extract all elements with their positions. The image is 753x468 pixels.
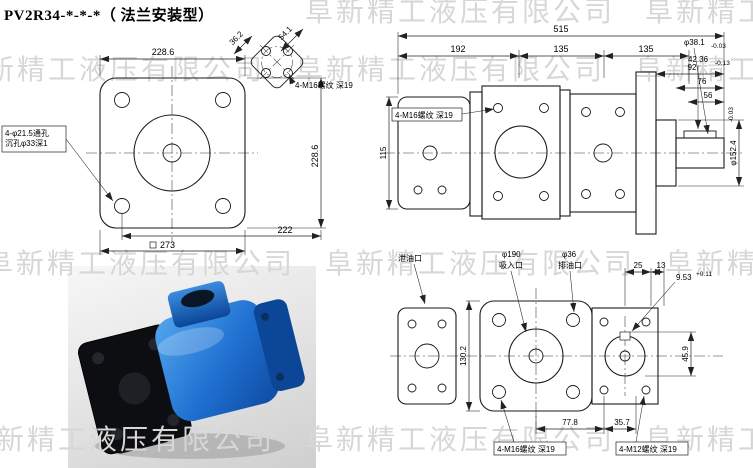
dim-bottom1: 77.8 bbox=[562, 418, 578, 427]
pump-body-group bbox=[77, 281, 305, 455]
outlet-dia: φ36 bbox=[562, 250, 577, 259]
thread-callout: 4-M16螺纹 深19 bbox=[295, 80, 353, 90]
dim-a: 25 bbox=[634, 261, 643, 270]
watermark-text: 阜新精工液压有限公司 bbox=[0, 248, 296, 279]
port-end-view: 泄油口 φ190 吸入口 φ36 排油口 25 13 9.53 +0.11 45… bbox=[390, 250, 723, 456]
dim-angle2: 54.1 bbox=[277, 24, 295, 42]
dim-r1: 92 bbox=[688, 63, 697, 72]
product-photo bbox=[68, 266, 316, 468]
thread12-callout: 4-M12螺纹 深19 bbox=[619, 444, 677, 454]
key-dim-value: 42.36 bbox=[688, 55, 709, 64]
dim-b: 13 bbox=[657, 261, 666, 270]
hole-callout-line1: 4-φ21.5通孔 bbox=[5, 128, 49, 138]
watermark-text: 阜新精工液压有限公司 bbox=[305, 0, 616, 27]
outlet-label: 排油口 bbox=[558, 260, 582, 270]
pump-photo-graphic bbox=[77, 281, 305, 459]
drain-port-label: 泄油口 bbox=[398, 253, 422, 263]
shaft-dia-value: φ38.1 bbox=[684, 38, 705, 47]
spigot-dia-value: φ152.4 bbox=[729, 140, 738, 166]
dim-height: 115 bbox=[379, 146, 388, 159]
hole-callout-line2: 沉孔φ33深1 bbox=[5, 139, 48, 148]
page-title: PV2R34-*-*-*（ 法兰安装型） bbox=[4, 8, 214, 24]
watermark-text: 阜新精工液压有限公司 bbox=[645, 0, 753, 27]
thread-callout: 4-M16螺纹 深19 bbox=[395, 110, 453, 120]
thread16-callout: 4-M16螺纹 深19 bbox=[497, 444, 555, 454]
dimensions: 228.6 228.6 273 222 36.2 54.1 4-M16螺纹 深1… bbox=[1, 24, 353, 255]
watermark-row: 阜新精工液压有限公司 阜新精工液压有限公司 bbox=[305, 0, 753, 26]
suction-label: 吸入口 bbox=[499, 261, 523, 270]
watermark-row: 阜新精工液压有限公司阜新精工液压有限公司阜新精工液压有限公司 bbox=[0, 250, 753, 278]
keyway-tol: +0.11 bbox=[696, 271, 712, 278]
dimensions: 515 192 135 135 92 76 56 115 φ38.1 -0.03… bbox=[379, 24, 744, 210]
dim-top-width: 228.6 bbox=[152, 47, 175, 57]
square-symbol bbox=[149, 241, 157, 249]
spigot-dia-tol: -0.03 bbox=[728, 107, 735, 122]
watermark-text: 阜新精工液压有限公司 bbox=[635, 54, 753, 85]
dim-right-h: 45.9 bbox=[681, 346, 690, 362]
shaft-dia-tol: -0.03 bbox=[711, 43, 726, 50]
suction-dia: φ190 bbox=[502, 250, 521, 259]
dim-left-h: 130.2 bbox=[459, 345, 468, 366]
dimensions: 泄油口 φ190 吸入口 φ36 排油口 25 13 9.53 +0.11 45… bbox=[398, 250, 712, 456]
dim-r2: 76 bbox=[698, 77, 707, 86]
centerlines bbox=[86, 44, 295, 242]
dim-seg3: 135 bbox=[638, 44, 653, 54]
watermark-row: 阜新精工液压有限公司阜新精工液压有限公司阜新精工液压有限公司 bbox=[0, 426, 753, 454]
dim-overall: 515 bbox=[553, 24, 568, 34]
flange-outline bbox=[99, 77, 246, 229]
dim-angle1: 36.2 bbox=[228, 29, 246, 47]
side-elevation-view: 515 192 135 135 92 76 56 115 φ38.1 -0.03… bbox=[379, 24, 744, 235]
keyway-value: 9.53 bbox=[676, 273, 692, 282]
dim-seg2: 135 bbox=[553, 44, 568, 54]
key-dim-tol: -0.13 bbox=[715, 60, 730, 67]
watermark-row: 阜新精工液压有限公司阜新精工液压有限公司阜新精工液压有限公司 bbox=[0, 56, 753, 84]
dim-bottom2: 222 bbox=[277, 225, 292, 235]
pump-outline bbox=[397, 300, 659, 412]
watermark-text: 阜新精工液压有限公司 bbox=[0, 424, 276, 455]
watermark-text: 阜新精工液压有限公司 bbox=[295, 54, 606, 85]
centerlines bbox=[390, 288, 723, 426]
dim-r3: 56 bbox=[704, 91, 713, 100]
flange-front-view: 228.6 228.6 273 222 36.2 54.1 4-M16螺纹 深1… bbox=[1, 24, 353, 255]
dim-bottom2: 35.7 bbox=[614, 418, 630, 427]
dim-bottom-width: 273 bbox=[160, 240, 175, 250]
dim-seg1: 192 bbox=[450, 44, 465, 54]
watermark-text: 阜新精工液压有限公司 bbox=[325, 248, 636, 279]
watermark-text: 阜新精工液压有限公司 bbox=[665, 248, 753, 279]
pump-outline bbox=[397, 71, 725, 235]
dim-right-height: 228.6 bbox=[310, 145, 320, 168]
